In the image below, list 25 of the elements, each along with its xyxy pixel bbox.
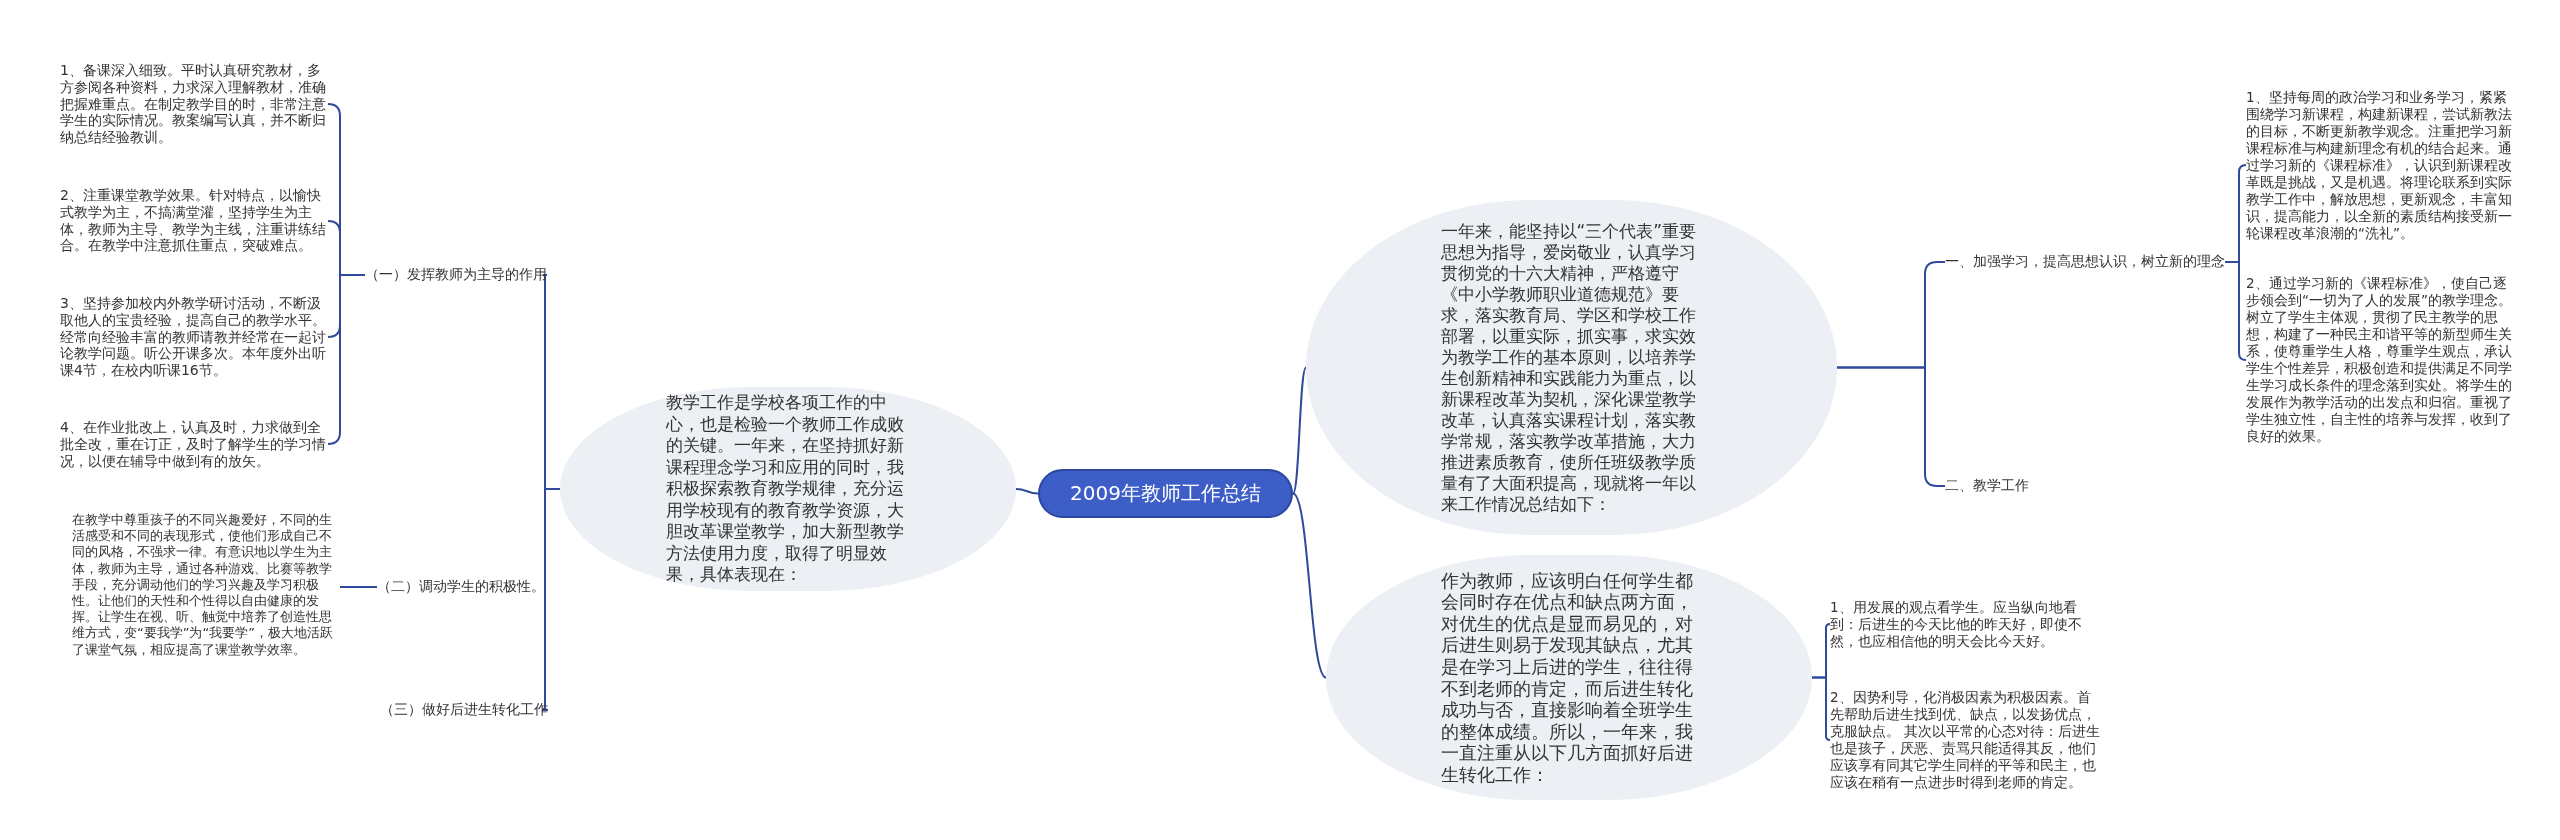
connector [541,488,561,711]
branch-label: （二）调动学生的积极性。 [377,578,545,596]
branch-label: 二、教学工作 [1945,477,2029,495]
connector [1811,676,1831,741]
topic-text: 教学工作是学校各项工作的中心，也是检验一个教师工作成败的关键。一年来，在坚持抓好新课程理念学习和应用的同时，我积极探索教育教学规律，充分运用学校现有的教育教学资源，大胆改革课堂教学，加大新型教学方法使用力度，取得了明显效果，具体表现在： [666,392,905,586]
branch-label: 一、加强学习，提高思想认识，树立新的理念 [1945,253,2225,271]
connector [1292,366,1307,495]
connector [1015,488,1039,495]
note-text: 2、注重课堂教学效果。针对特点，以愉快式教学为主，不搞满堂灌，坚持学生为主体，教师为主导、教学为主线，注重讲练结合。在教学中注意抓住重点，突破难点。 [60,187,328,255]
topic-text: 一年来，能坚持以“三个代表”重要思想为指导，爱岗敬业，认真学习贯彻党的十六大精神，严格遵守《中小学教师职业道德规范》要求，落实教育局、学区和学校工作部署，以重实际，抓实事，求实效为教学工作的基本原则，以培养学生创新精神和实践能力为重点，以新课程改革为契机，深化课堂教学改革，认真落实课程计划，落实教学常规，落实教学改革措施，大力推进素质教育，使所任班级教学质量有了大面积提高，现就将一年以来工作情况总结如下： [1440,220,1698,515]
note-text: 3、坚持参加校内外教学研讨活动，不断汲取他人的宝贵经验，提高自己的教学水平。经常向经验丰富的教师请教并经常在一起讨论教学问题。听公开课多次。本年度外出听课4节，在校内听课16节。 [60,295,328,379]
root-topic: 2009年教师工作总结 [1038,469,1293,518]
branch-label: （一）发挥教师为主导的作用 [365,266,547,284]
branch-label: （三）做好后进生转化工作 [380,701,548,719]
connector [327,274,366,445]
note-text: 2、通过学习新的《课程标准》，使自己逐步领会到“一切为了人的发展”的教学理念。树立了学生主体观，贯彻了民主教学的思想，构建了一种民主和谐平等的新型师生关系，使尊重学生人格，尊重学生观点，承认学生个性差异，积极创造和提供满足不同学生学习成长条件的理念落到实处。将学生的发展作为教学活动的出发点和归宿。重视了学生独立性，自主性的培养与发挥，收到了良好的效果。 [2246,275,2518,445]
connector [339,586,378,588]
note-text: 4、在作业批改上，认真及时，力求做到全批全改，重在订正，及时了解学生的学习情况，以便在辅导中做到有的放矢。 [60,418,328,470]
note-text: 1、用发展的观点看学生。应当纵向地看到：后进生的今天比他的昨天好，即使不然，也应相信他的明天会比今天好。 [1830,598,2102,650]
topic-text: 作为教师，应该明白任何学生都会同时存在优点和缺点两方面，对优生的优点是显而易见的，对后进生则易于发现其缺点，尤其是在学习上后进的学生，往往得不到老师的肯定，而后进生转化成功与否，直接影响着全班学生的整体成绩。所以，一年来，我一直注重从以下几方面抓好后进生转化工作： [1441,569,1694,786]
note-text: 1、坚持每周的政治学习和业务学习，紧紧围绕学习新课程，构建新课程，尝试新教法的目标，不断更新教学观念。注重把学习新课程标准与构建新理念有机的结合起来。通过学习新的《课程标准》，认识到新课程改革既是挑战，又是机遇。将理论联系到实际教学工作中，解放思想，更新观念，丰富知识，提高能力，以全新的素质结构接受新一轮课程改革浪潮的“洗礼”。 [2246,88,2518,242]
note-text: 1、备课深入细致。平时认真研究教材，多方参阅各种资料，力求深入理解教材，准确把握难重点。在制定教学目的时，非常注意学生的实际情况。教案编写认真，并不断归纳总结经验教训。 [60,62,328,146]
connector [1292,492,1327,679]
note-text: 2、因势利导，化消极因素为积极因素。首先帮助后进生找到优、缺点，以发扬优点，克服缺点。 其次以平常的心态对待：后进生也是孩子，厌恶、责骂只能适得其反，他们应该享有同其它学生同样的平等和民主，也应该在稍有一点进步时得到老师的肯定。 [1830,689,2102,791]
note-text: 在教学中尊重孩子的不同兴趣爱好，不同的生活感受和不同的表现形式，使他们形成自己不同的风格，不强求一律。有意识地以学生为主体，教师为主导，通过各种游戏、比赛等教学手段，充分调动他们的学习兴趣及学习积极性。让他们的天性和个性得以自由健康的发挥。让学生在视、听、触觉中培养了创造性思维方式，变“要我学”为“我要学”，极大地活跃了课堂气氛，相应提高了课堂教学效率。 [72,512,340,658]
